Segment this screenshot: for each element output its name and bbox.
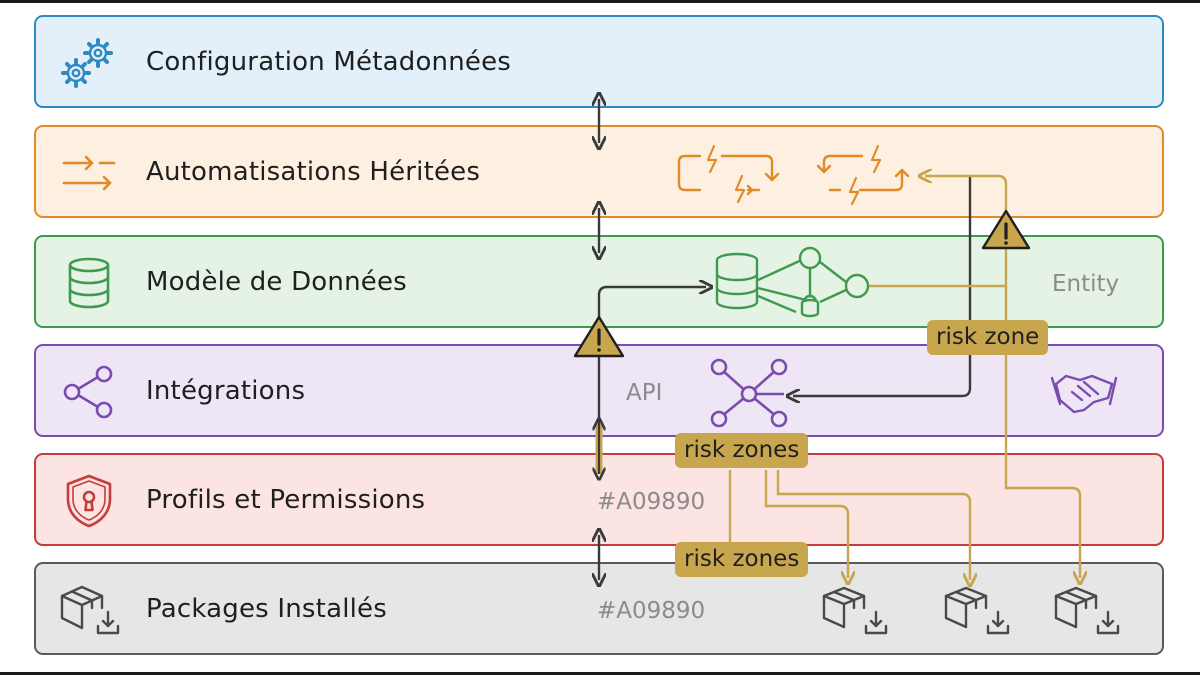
risk-zones-label-lower: risk zones — [675, 542, 809, 577]
automation-bolt-icon — [677, 144, 780, 204]
layer-title: Profils et Permissions — [146, 484, 426, 515]
layer-title: Packages Installés — [146, 593, 387, 624]
top-border — [0, 0, 1200, 3]
arrows-right-icon — [62, 155, 116, 191]
gears-icon — [61, 38, 113, 88]
handshake-icon — [1050, 374, 1118, 414]
layer-title: Modèle de Données — [146, 266, 407, 297]
layer-title: Automatisations Héritées — [146, 156, 481, 187]
package-download-icon — [944, 586, 1010, 635]
layer-title: Intégrations — [146, 375, 306, 406]
automation-bolt-icon — [816, 144, 910, 206]
risk-connector-package-right — [1004, 286, 1080, 578]
package-download-icon — [822, 586, 888, 635]
integration-network-icon — [710, 358, 788, 428]
risk-connector-entity-to-automation — [866, 176, 1008, 288]
hex-color-label: #A09890 — [597, 598, 706, 624]
connector-to-database — [597, 287, 706, 424]
risk-zone-label: risk zone — [927, 320, 1049, 355]
package-download-icon — [60, 585, 120, 635]
package-download-icon — [1054, 586, 1120, 635]
bottom-border — [0, 672, 1200, 675]
shield-lock-icon — [66, 474, 112, 528]
data-model-graph-icon — [715, 246, 870, 318]
risk-connector-package-left — [764, 470, 848, 578]
connector-to-network — [793, 176, 972, 396]
database-icon — [68, 257, 110, 309]
risk-connector-package-middle — [776, 470, 970, 580]
entity-label: Entity — [1052, 271, 1120, 297]
warning-icon — [981, 209, 1031, 250]
layer-title: Configuration Métadonnées — [146, 46, 512, 77]
share-icon — [63, 365, 113, 419]
risk-zones-label-upper: risk zones — [675, 433, 809, 468]
hex-color-label: #A09890 — [597, 489, 706, 515]
warning-icon — [573, 315, 625, 358]
api-label: API — [626, 380, 663, 406]
